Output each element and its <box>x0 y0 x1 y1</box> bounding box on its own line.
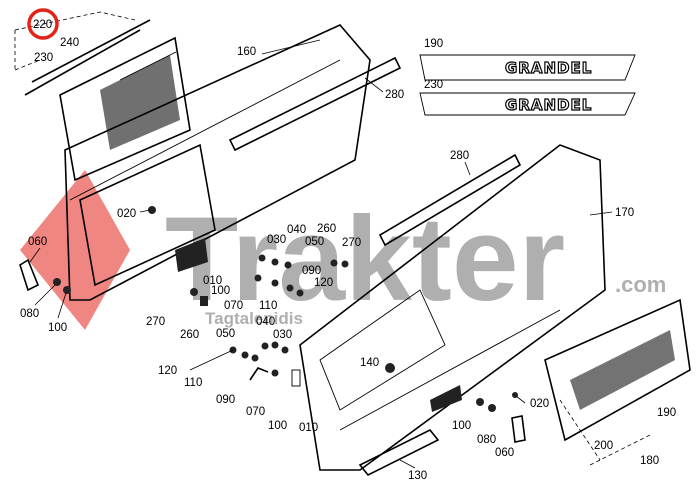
part-label-180[interactable]: 180 <box>640 455 659 467</box>
part-label-080[interactable]: 080 <box>477 434 496 446</box>
part-label-100[interactable]: 100 <box>452 420 471 432</box>
part-label-090[interactable]: 090 <box>216 394 235 406</box>
part-label-270[interactable]: 270 <box>342 237 361 249</box>
part-label-280[interactable]: 280 <box>450 150 469 162</box>
window-assembly <box>14 11 191 182</box>
part-label-140[interactable]: 140 <box>360 357 379 369</box>
part-label-010[interactable]: 010 <box>203 275 222 287</box>
part-label-090[interactable]: 090 <box>302 265 321 277</box>
part-label-050[interactable]: 050 <box>216 328 235 340</box>
part-label-100[interactable]: 100 <box>211 285 230 297</box>
part-label-130[interactable]: 130 <box>408 470 427 482</box>
part-label-080[interactable]: 080 <box>20 308 39 320</box>
watermark-brand: Trakter <box>165 192 565 326</box>
part-label-260[interactable]: 260 <box>317 223 336 235</box>
part-label-030[interactable]: 030 <box>267 234 286 246</box>
part-label-280[interactable]: 280 <box>385 89 404 101</box>
watermark-logo-icon <box>20 170 130 330</box>
part-label-110[interactable]: 110 <box>259 300 277 312</box>
part-label-050[interactable]: 050 <box>305 236 324 248</box>
part-label-100[interactable]: 100 <box>268 420 287 432</box>
part-label-020[interactable]: 020 <box>117 208 136 220</box>
decal-text: GRANDEL <box>505 59 592 77</box>
rail-280 <box>378 153 522 247</box>
part-label-070[interactable]: 070 <box>246 406 265 418</box>
part-label-270[interactable]: 270 <box>146 316 165 328</box>
watermark: Trakter .com Tagtalenidis <box>20 170 666 330</box>
watermark-tagline: Tagtalenidis <box>205 309 303 328</box>
part-label-230[interactable]: 230 <box>424 79 443 91</box>
part-label-260[interactable]: 260 <box>180 329 199 341</box>
part-label-230[interactable]: 230 <box>34 52 53 64</box>
part-label-160[interactable]: 160 <box>237 46 256 58</box>
tailgate-lower-panel <box>299 144 606 477</box>
part-label-220[interactable]: 220 <box>33 19 52 31</box>
part-label-010[interactable]: 010 <box>299 422 318 434</box>
decal-230: GRANDEL <box>419 92 636 116</box>
part-label-100[interactable]: 100 <box>48 322 67 334</box>
part-label-060[interactable]: 060 <box>495 447 514 459</box>
part-label-070[interactable]: 070 <box>224 300 243 312</box>
part-label-040[interactable]: 040 <box>256 316 275 328</box>
part-label-240[interactable]: 240 <box>60 37 79 49</box>
part-label-120[interactable]: 120 <box>158 365 177 377</box>
watermark-suffix: .com <box>615 272 666 297</box>
leader-lines <box>29 39 613 469</box>
decal-190: GRANDEL <box>419 54 636 81</box>
part-label-040[interactable]: 040 <box>287 224 306 236</box>
part-label-030[interactable]: 030 <box>273 329 292 341</box>
part-label-020[interactable]: 020 <box>530 398 549 410</box>
part-label-170[interactable]: 170 <box>615 207 634 219</box>
part-label-190[interactable]: 190 <box>657 407 676 419</box>
part-label-120[interactable]: 120 <box>314 277 333 289</box>
highlight-circle <box>27 8 59 40</box>
part-label-200[interactable]: 200 <box>594 440 613 452</box>
tail-lamp <box>544 298 691 466</box>
hardware <box>19 206 526 443</box>
part-labels: 220 240 230 160 190 280 230 280 170 020 … <box>20 19 676 482</box>
part-label-060[interactable]: 060 <box>28 236 47 248</box>
part-label-190[interactable]: 190 <box>424 38 443 50</box>
part-label-110[interactable]: 110 <box>184 377 202 389</box>
tailgate-upper-panel <box>64 24 402 301</box>
decal-text: GRANDEL <box>505 96 592 114</box>
